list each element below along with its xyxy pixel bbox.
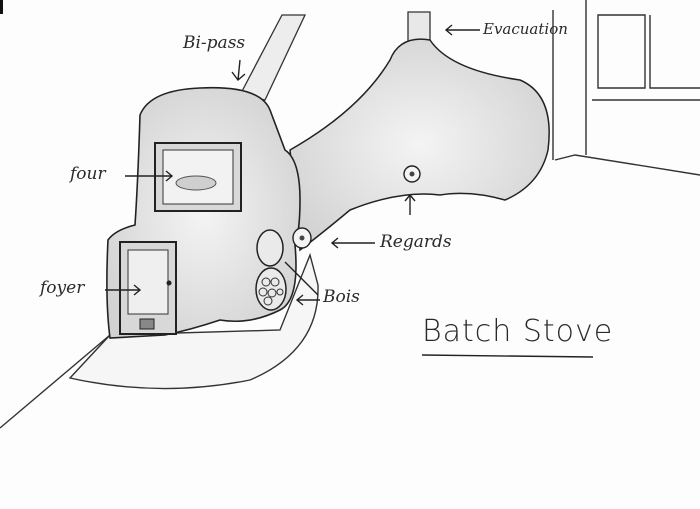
label-bypass: Bi-pass [183,33,246,53]
label-bois: Bois [323,287,360,307]
drawing-title: Batch Stove [422,314,614,349]
label-four: four [70,164,106,184]
room-lines [0,0,700,429]
bread-icon [175,175,217,191]
label-evacuation: Evacuation [483,20,568,38]
scan-edge [0,0,3,14]
ash-drawer [139,318,155,330]
logs-icon [258,277,284,306]
wood-niche-top [256,229,284,267]
label-regards: Regards [380,232,452,252]
hearth [68,252,319,390]
label-foyer: foyer [40,278,85,298]
bypass-pipe [239,14,307,101]
firebox-window [127,249,169,315]
heat-bench [289,38,550,252]
annotation-arrows [105,24,594,358]
door-handle [166,280,172,286]
